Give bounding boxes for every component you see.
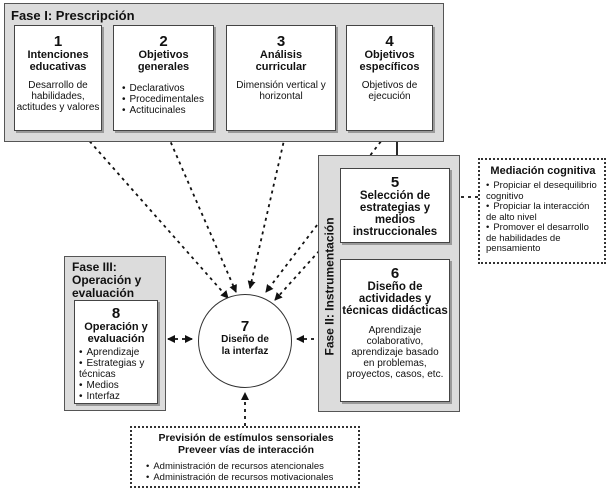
box-2-item: Actitucinales: [122, 105, 213, 116]
box-8-item: Aprendizaje: [79, 347, 157, 358]
box-5-seleccion-estrategias: 5 Selección de estrategias y medios inst…: [340, 168, 450, 243]
box-3-analisis-curricular: 3 Análisis curricular Dimensión vertical…: [226, 25, 336, 131]
arrow-3-to-7: [247, 135, 286, 289]
box-3-title: Análisis curricular: [255, 49, 307, 73]
box-8-item: Interfaz: [79, 391, 157, 402]
box-8-operacion-evaluacion: 8 Operación y evaluación Aprendizaje Est…: [74, 300, 158, 404]
prevision-item: Administración de recursos motivacionale…: [146, 472, 352, 483]
box-3-body: Dimensión vertical y horizontal: [236, 80, 326, 102]
box-8-number: 8: [111, 305, 121, 322]
prevision-estimulos-box: Previsión de estímulos sensoriales Preve…: [130, 426, 360, 488]
box-1-body: Desarrollo de habilidades, actitudes y v…: [16, 80, 100, 113]
box-6-diseno-actividades: 6 Diseño de actividades y técnicas didác…: [340, 259, 450, 402]
box-6-title: Diseño de actividades y técnicas didácti…: [342, 281, 448, 317]
mediacion-item: Promover el desarrollo de habilidades de…: [486, 222, 600, 255]
box-2-item: Declarativos: [122, 83, 213, 94]
phase-3-title: Fase III: Operación y evaluación: [72, 260, 142, 300]
arrow-2-to-7: [167, 135, 237, 293]
box-8-item: Medios: [79, 380, 157, 391]
box-6-body: Aprendizaje colaborativo, aprendizaje ba…: [346, 325, 444, 380]
box-1-number: 1: [53, 33, 63, 50]
box-2-title: Objetivos generales: [137, 49, 190, 73]
phase-2-title: Fase II: Instrumentación: [322, 217, 337, 356]
prevision-item: Administración de recursos atencionales: [146, 461, 352, 472]
box-1-intenciones: 1 Intenciones educativas Desarrollo de h…: [14, 25, 102, 131]
box-2-item: Procedimentales: [122, 94, 213, 105]
box-3-number: 3: [276, 33, 286, 50]
mediacion-item: Propiciar el desequilibrio cognitivo: [486, 180, 600, 202]
box-4-body: Objetivos de ejecución: [361, 80, 418, 102]
box-4-title: Objetivos específicos: [359, 49, 420, 73]
box-7-title: Diseño de la interfaz: [221, 334, 269, 357]
box-2-objetivos-generales: 2 Objetivos generales Declarativos Proce…: [113, 25, 214, 131]
box-7-number: 7: [240, 318, 250, 335]
mediacion-title: Mediación cognitiva: [490, 165, 596, 177]
box-8-item: Estrategias y técnicas: [79, 358, 157, 380]
box-8-title: Operación y evaluación: [84, 321, 148, 345]
prevision-title-2: Preveer vías de interacción: [178, 444, 314, 456]
box-5-number: 5: [390, 174, 400, 191]
phase-1-title: Fase I: Prescripción: [11, 8, 135, 23]
mediacion-item: Propiciar la interacción de alto nivel: [486, 201, 600, 223]
box-4-number: 4: [385, 33, 394, 50]
box-4-objetivos-especificos: 4 Objetivos específicos Objetivos de eje…: [346, 25, 433, 131]
box-6-number: 6: [390, 265, 400, 282]
box-7-diseno-interfaz: 7 Diseño de la interfaz: [198, 294, 292, 388]
mediacion-cognitiva-box: Mediación cognitiva Propiciar el desequi…: [478, 158, 606, 264]
box-1-title: Intenciones educativas: [27, 49, 89, 73]
prevision-title-1: Previsión de estímulos sensoriales: [158, 432, 334, 444]
box-2-number: 2: [159, 33, 168, 50]
box-5-title: Selección de estrategias y medios instru…: [352, 190, 438, 238]
arrow-1-to-7: [84, 135, 229, 299]
